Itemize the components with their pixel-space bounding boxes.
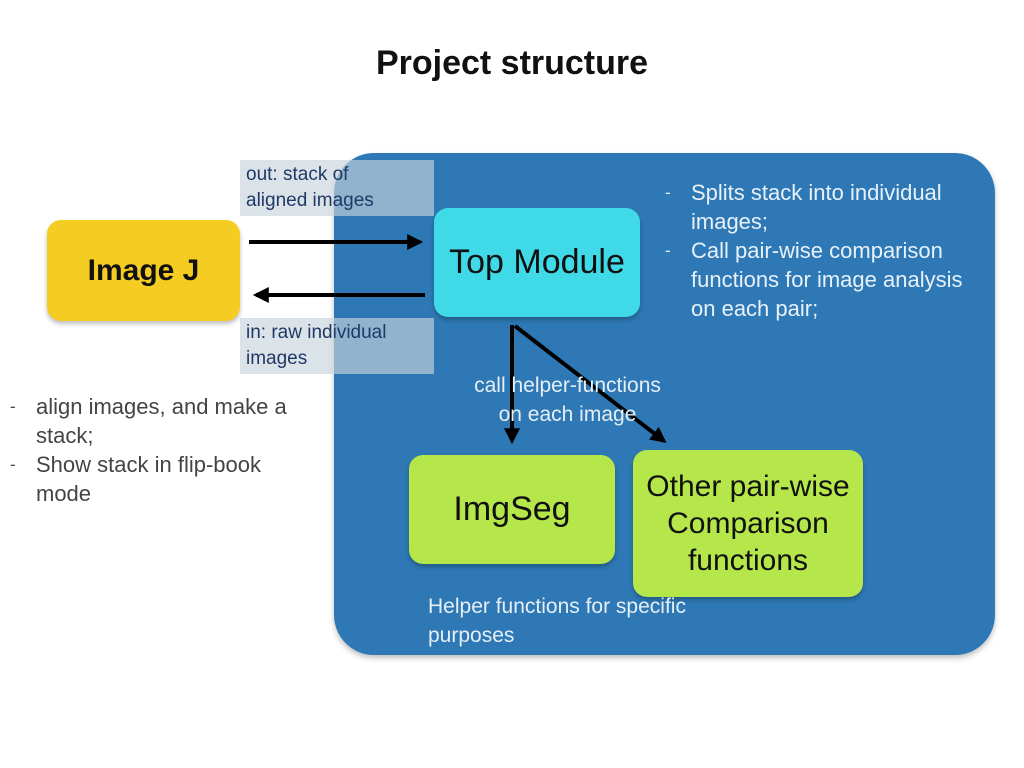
call-label-line-1: call helper-functions <box>474 374 661 397</box>
top-note-item: Splits stack into individual images; <box>665 178 965 236</box>
out-edge-label: out: stack of aligned images <box>240 160 434 216</box>
call-label-line-2: on each image <box>498 403 637 426</box>
imagej-note-item: Show stack in flip-book mode <box>10 450 310 508</box>
imgseg-node: ImgSeg <box>409 455 615 564</box>
in-edge-label: in: raw individual images <box>240 318 434 374</box>
out-label-line-2: aligned images <box>246 190 374 211</box>
top-note-item: Call pair-wise comparison functions for … <box>665 236 965 323</box>
other-node-line-1: Other pair-wise <box>646 470 850 503</box>
arrow-top-to-other <box>513 324 667 443</box>
imagej-note-item: align images, and make a stack; <box>10 392 310 450</box>
helper-label-line-1: Helper functions for specific <box>428 595 686 618</box>
top-module-notes: Splits stack into individual images; Cal… <box>665 178 965 323</box>
page-title: Project structure <box>375 44 649 82</box>
other-node-line-2: Comparison <box>667 507 829 540</box>
in-label-line-2: images <box>246 348 308 369</box>
top-module-node: Top Module <box>434 208 640 317</box>
image-j-notes: align images, and make a stack; Show sta… <box>10 392 310 508</box>
other-node-line-3: functions <box>687 544 809 577</box>
call-helper-label: call helper-functions on each image <box>445 371 690 429</box>
out-label-line-1: out: stack of <box>246 164 349 185</box>
image-j-node: Image J <box>47 220 240 321</box>
helper-functions-label: Helper functions for specific purposes <box>428 592 758 650</box>
helper-label-line-2: purposes <box>428 624 515 647</box>
in-label-line-1: in: raw individual <box>246 322 387 343</box>
other-comparison-node: Other pair-wise Comparison functions <box>633 450 863 597</box>
